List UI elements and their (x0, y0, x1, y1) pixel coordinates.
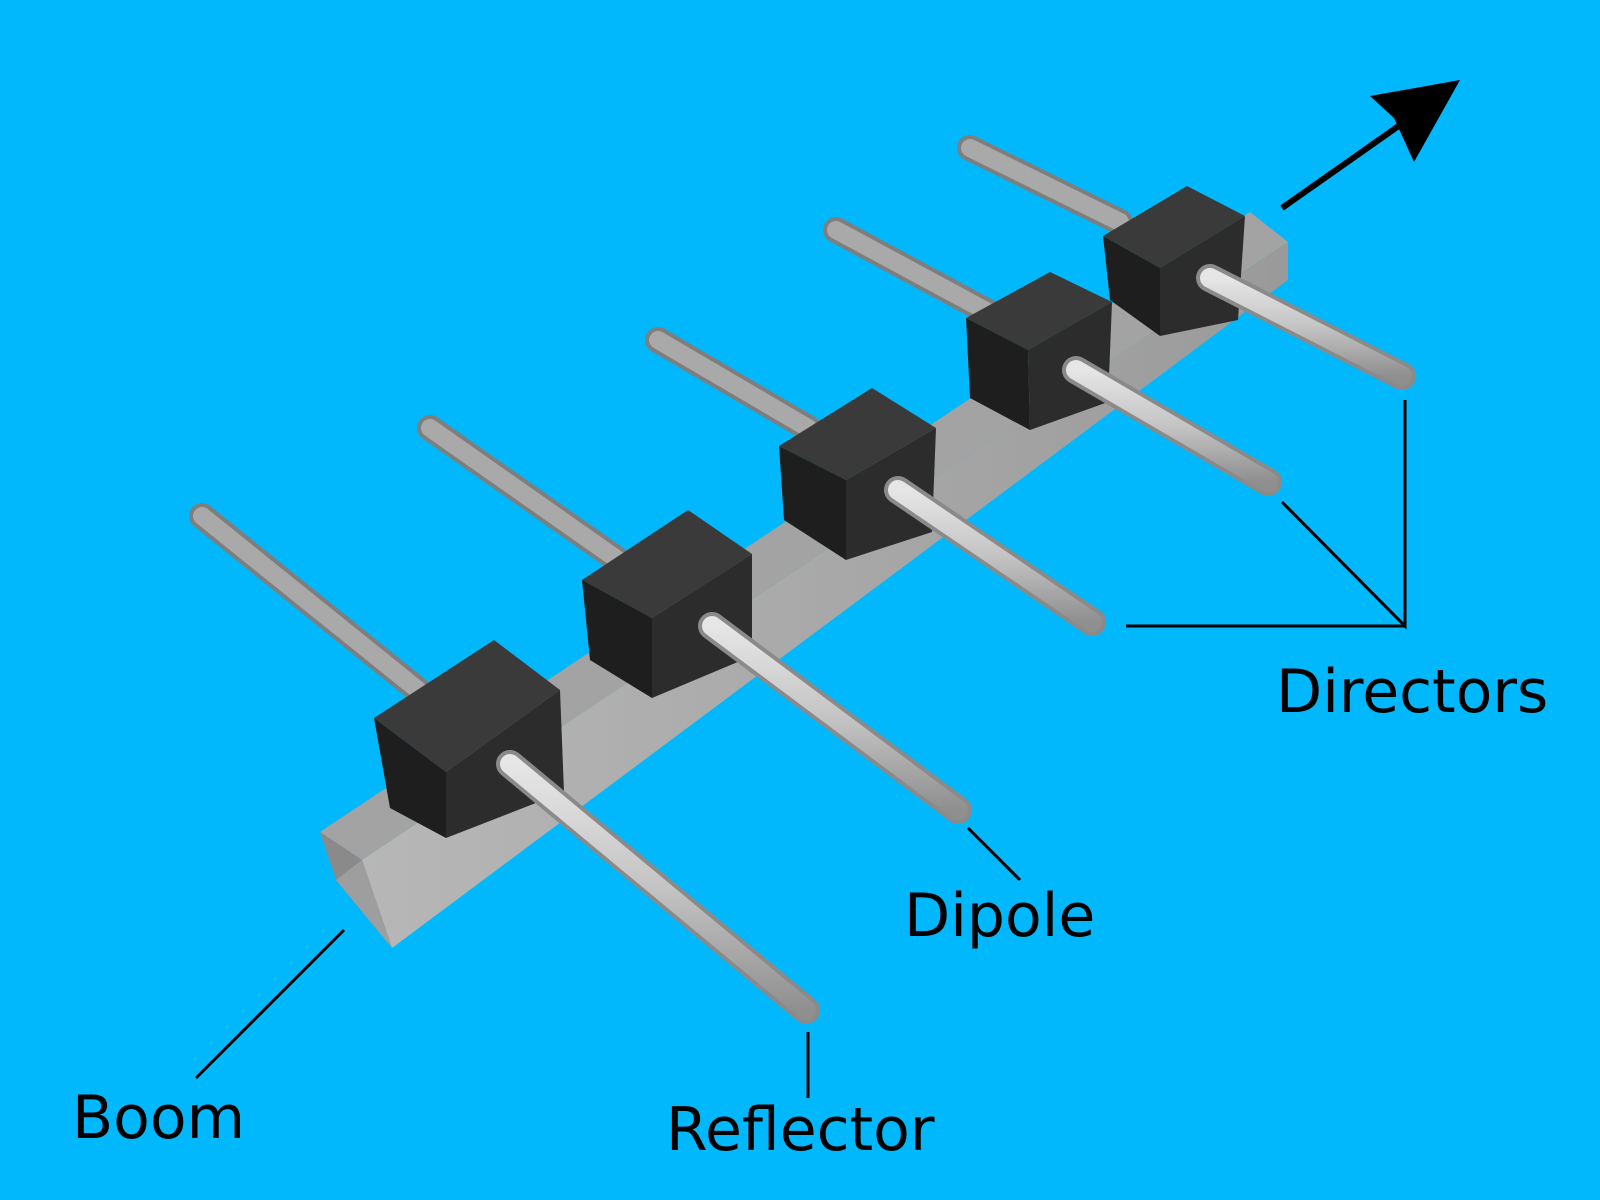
boom-leader-line (194, 928, 346, 1080)
label-dipole: Dipole (904, 881, 1096, 951)
arrow-up-right-icon (1280, 80, 1460, 211)
label-reflector: Reflector (666, 1095, 935, 1165)
leader-lines (194, 400, 1407, 1098)
directors-leader-line (1280, 400, 1407, 630)
rod-back-halves (189, 135, 1133, 703)
block-director-2 (966, 272, 1112, 430)
label-boom: Boom (72, 1083, 246, 1153)
label-directors: Directors (1276, 657, 1549, 727)
rod-front-halves (496, 264, 1416, 1024)
dipole-leader-line (966, 826, 1022, 882)
